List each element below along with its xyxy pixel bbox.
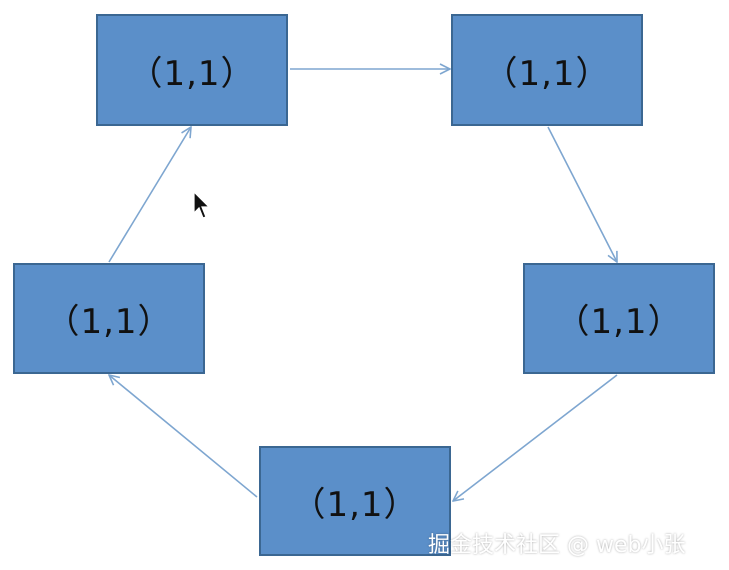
arrow-n4-to-n5 <box>109 375 258 498</box>
arrow-n2-to-n3 <box>547 126 617 262</box>
node-5: （1,1） <box>13 263 205 374</box>
node-4-label: （1,1） <box>291 484 419 525</box>
node-5-label: （1,1） <box>45 302 173 342</box>
arrow-n3-to-n4 <box>453 374 618 501</box>
node-1: （1,1） <box>96 14 288 126</box>
node-4: （1,1） <box>259 446 451 556</box>
node-3-label: （1,1） <box>555 302 683 342</box>
mouse-pointer-icon <box>193 191 211 219</box>
watermark-text: 掘金技术社区 @ web小张 <box>428 533 686 558</box>
node-2: （1,1） <box>451 14 643 126</box>
node-2-label: （1,1） <box>483 53 611 94</box>
node-1-label: （1,1） <box>128 53 256 94</box>
arrow-n5-to-n1 <box>108 127 191 263</box>
node-3: （1,1） <box>523 263 715 374</box>
